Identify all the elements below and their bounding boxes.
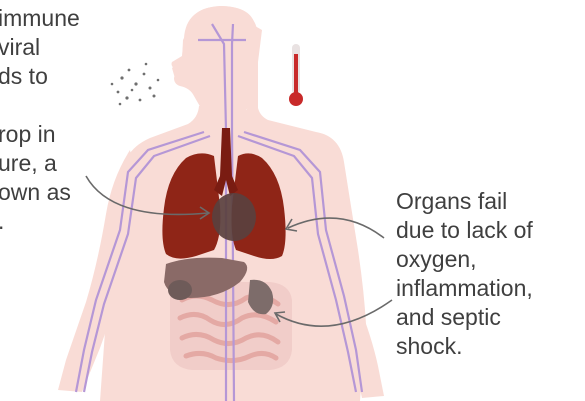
caption-left: immune viral ds to rop in ure, a own as … (0, 4, 80, 236)
thermometer-icon (289, 44, 303, 106)
kidney (168, 280, 192, 300)
caption-right: Organs fail due to lack of oxygen, infla… (396, 187, 533, 361)
head (172, 6, 259, 110)
heart (212, 193, 256, 241)
breath-droplets (111, 63, 160, 106)
